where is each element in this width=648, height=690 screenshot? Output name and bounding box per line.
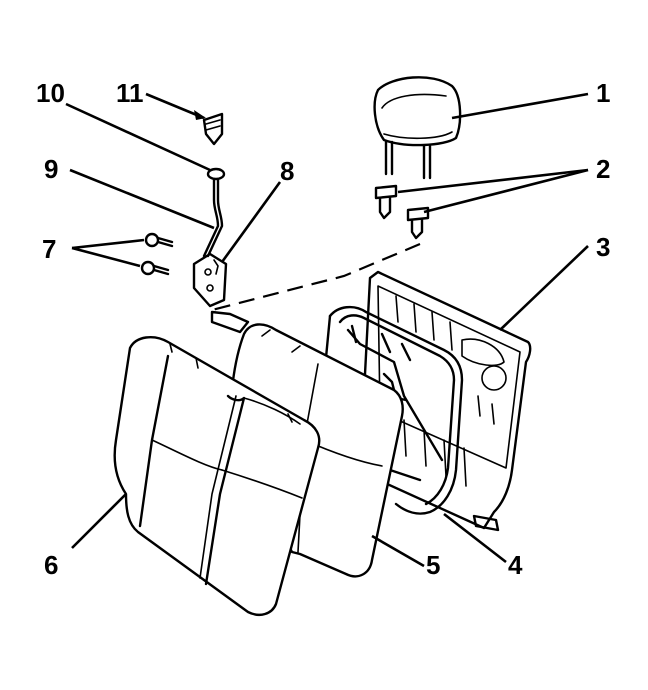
callout-3: 3 bbox=[596, 232, 610, 262]
callout-2: 2 bbox=[596, 154, 610, 184]
callout-11: 11 bbox=[116, 78, 144, 108]
callout-11-arrow bbox=[194, 110, 206, 120]
leader-lines bbox=[65, 92, 589, 568]
callout-4: 4 bbox=[508, 550, 523, 580]
callout-5: 5 bbox=[426, 550, 440, 580]
callout-7: 7 bbox=[42, 234, 56, 264]
callout-1: 1 bbox=[596, 78, 610, 108]
callout-9: 9 bbox=[44, 154, 58, 184]
headrest-guides bbox=[374, 184, 430, 240]
release-knob bbox=[202, 112, 224, 146]
callout-8: 8 bbox=[280, 156, 294, 186]
cable-clip bbox=[206, 167, 226, 181]
seat-back-cover bbox=[113, 336, 321, 616]
release-bracket bbox=[192, 252, 228, 308]
headrest bbox=[373, 76, 462, 180]
bolts bbox=[140, 232, 174, 276]
callout-6: 6 bbox=[44, 550, 58, 580]
release-cable bbox=[202, 174, 224, 258]
assembly-dashed-line bbox=[211, 242, 421, 312]
callout-10: 10 bbox=[36, 78, 65, 108]
